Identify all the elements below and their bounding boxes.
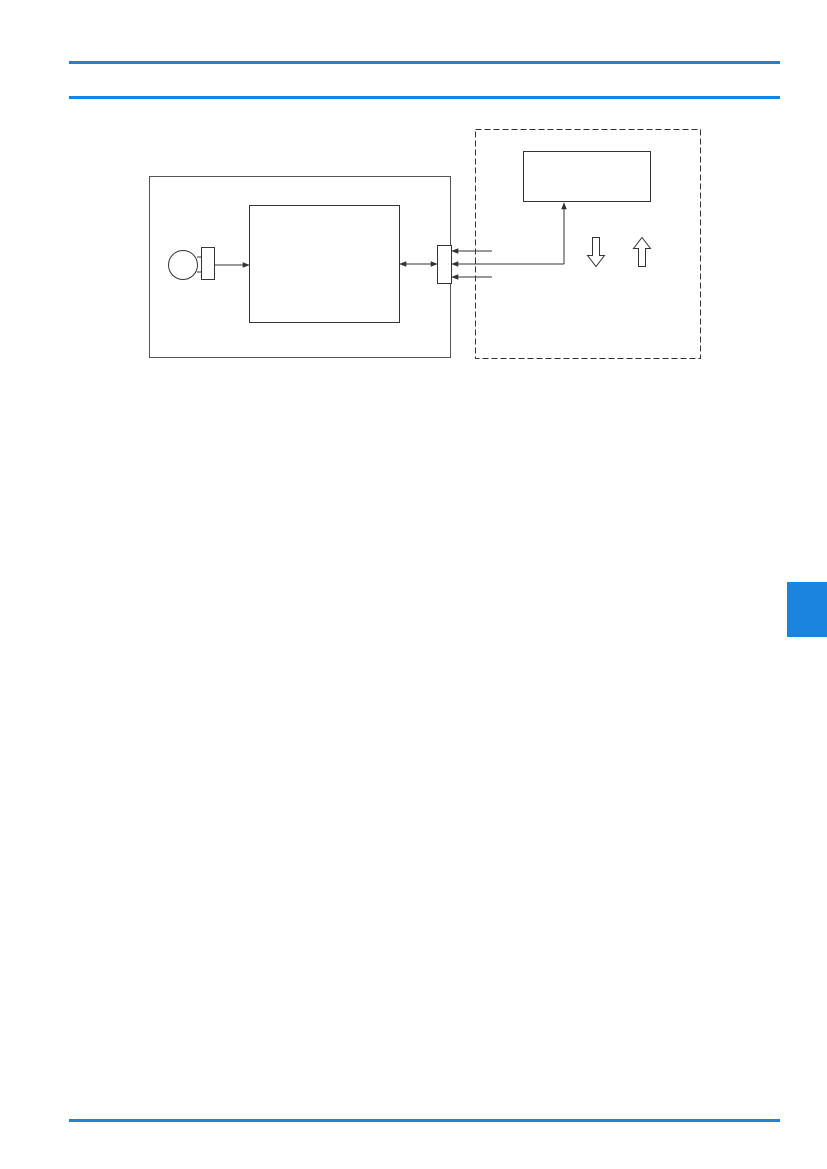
circle-connector-block xyxy=(201,247,215,280)
header-rule-bottom xyxy=(69,96,780,99)
arrow-up-icon xyxy=(632,236,652,267)
right-dashed-box xyxy=(475,129,701,359)
top-right-box xyxy=(523,151,651,202)
header-rule-top xyxy=(69,61,780,64)
footer-rule xyxy=(69,1119,780,1122)
left-outer-box xyxy=(149,176,451,358)
inner-main-box xyxy=(249,205,400,323)
arrow-down-icon xyxy=(586,237,606,268)
circle-icon xyxy=(168,250,198,280)
terminal-block xyxy=(437,245,452,284)
chapter-side-tab xyxy=(787,582,827,637)
